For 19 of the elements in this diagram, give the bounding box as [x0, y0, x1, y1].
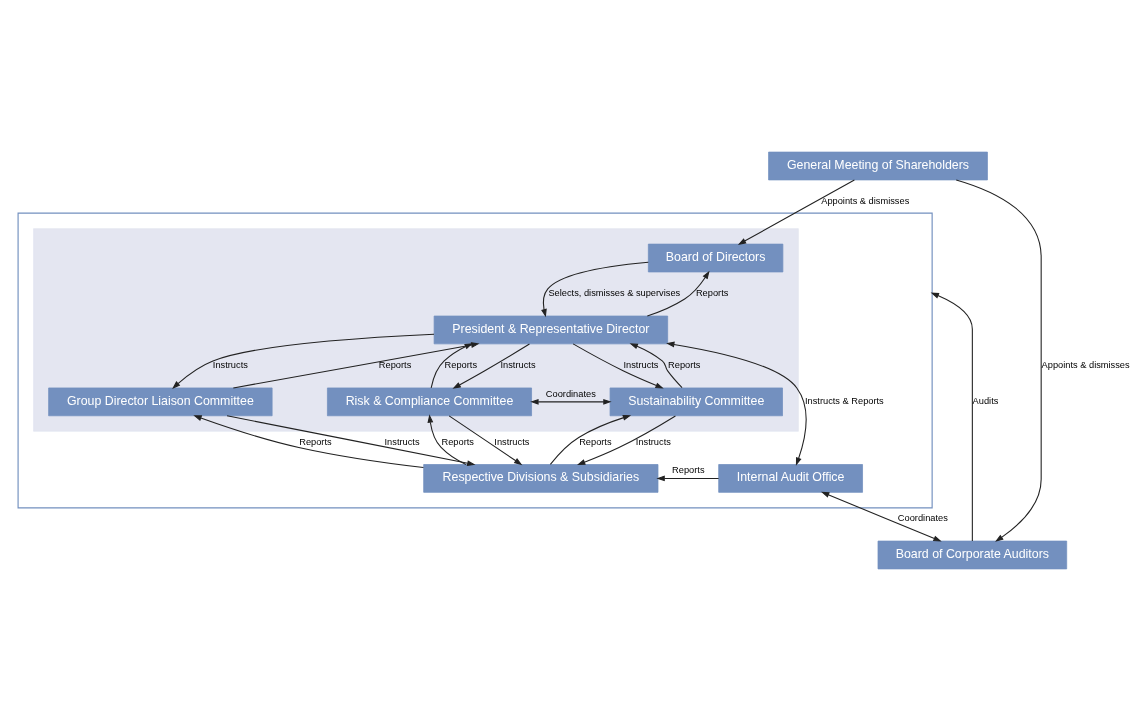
- edge-label: Instructs: [494, 436, 530, 447]
- edge-label: Reports: [378, 359, 412, 370]
- edge-label: Reports: [299, 436, 332, 447]
- edge-label: Coordinates: [897, 512, 948, 523]
- edge-label: Reports: [668, 359, 701, 370]
- edge-label: Instructs: [500, 359, 536, 370]
- edge-label: Reports: [672, 464, 705, 475]
- edge-label: Selects, dismisses & supervises: [548, 287, 681, 298]
- edge-label: Instructs: [212, 359, 248, 370]
- edge-label: Reports: [579, 436, 612, 447]
- edge-label: Reports: [695, 287, 729, 298]
- edge-label: Coordinates: [545, 388, 596, 399]
- edge-label: Instructs: [384, 436, 420, 447]
- edge-label: Appoints & dismisses: [821, 195, 910, 206]
- edge-label: Reports: [444, 359, 478, 370]
- edge-label: Instructs: [623, 359, 659, 370]
- edge-label: Reports: [441, 436, 474, 447]
- edge-label: Instructs & Reports: [804, 395, 884, 406]
- edge-label: Instructs: [635, 436, 671, 447]
